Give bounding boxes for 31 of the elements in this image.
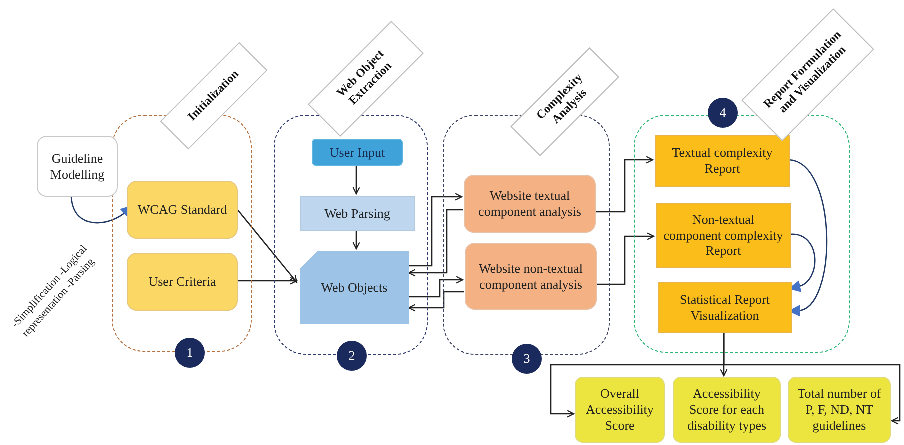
process-box: WCAG Standard [127, 181, 238, 239]
input-box: User Input [312, 139, 403, 166]
process-box: Website textual component analysis [464, 175, 596, 233]
arrow [408, 276, 464, 298]
step-number-badge: 4 [708, 98, 738, 128]
result-box: Total number of P, F, ND, NT guidelines [788, 377, 891, 443]
result-box: Overall Accessibility Score [575, 377, 665, 443]
report-box: Statistical Report Visualization [658, 282, 792, 333]
report-box: Non-textual component complexity Report [656, 203, 791, 268]
arrow [408, 209, 463, 277]
arrow [352, 165, 360, 195]
step-number-badge: 3 [512, 344, 542, 374]
report-box: Textual complexity Report [655, 135, 790, 187]
data-box: Web Objects [300, 251, 409, 324]
step-number-badge: 2 [337, 341, 367, 371]
process-box: Web Parsing [300, 196, 415, 231]
arrow [788, 159, 828, 316]
result-box: Accessibility Score for each disability types [673, 377, 781, 443]
arrow [789, 234, 816, 292]
arrow [723, 332, 901, 425]
arrow [596, 232, 655, 286]
arrow [236, 208, 298, 284]
arrow [595, 156, 654, 213]
arrow [237, 277, 298, 285]
arrow [408, 193, 463, 267]
arrow [408, 291, 464, 312]
step-number-badge: 1 [175, 338, 205, 368]
process-box: Website non-textual component analysis [465, 243, 597, 310]
process-box: Guideline Modelling [37, 136, 118, 197]
arrow [352, 230, 360, 250]
process-box: User Criteria [127, 253, 238, 311]
